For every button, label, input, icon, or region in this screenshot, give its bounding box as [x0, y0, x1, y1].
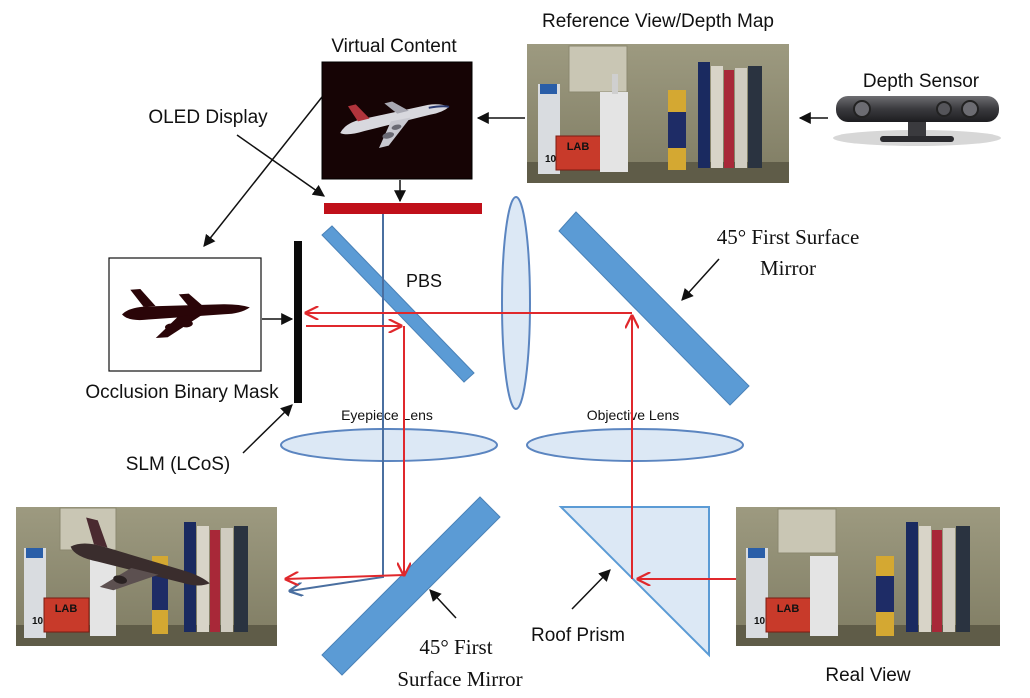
arrow-label-to-bottom-mirror	[429, 589, 457, 619]
real-ray-out	[286, 575, 405, 579]
roof-prism-label: Roof Prism	[531, 625, 625, 646]
arrow-label-to-oled	[236, 134, 325, 197]
occlusion-mask-panel	[108, 257, 262, 372]
arrow-label-to-top-mirror	[681, 258, 720, 301]
annotation-arrows	[203, 96, 828, 619]
reference-view-label: Reference View/Depth Map	[542, 11, 774, 32]
bottom-mirror-label-line2: Surface Mirror	[397, 667, 522, 691]
eyepiece-lens-label: Eyepiece Lens	[341, 407, 433, 423]
pbs-label: PBS	[406, 271, 442, 291]
top-mirror-label-line1: 45° First Surface	[717, 225, 860, 249]
slm-label: SLM (LCoS)	[126, 454, 231, 475]
bottom-first-surface-mirror	[321, 496, 501, 676]
eyepiece-lens	[280, 428, 498, 462]
oled-display-label: OLED Display	[148, 107, 268, 128]
virtual-ray	[290, 214, 384, 591]
occlusion-mask-label: Occlusion Binary Mask	[85, 382, 279, 403]
top-first-surface-mirror	[558, 211, 750, 406]
reference-lab-text: LAB	[567, 141, 590, 153]
real-box-number: 10	[754, 616, 766, 627]
relay-lens	[501, 196, 531, 410]
depth-sensor-icon	[833, 96, 1001, 146]
augmented-view-photo: LAB 10	[16, 507, 277, 646]
real-view-label: Real View	[825, 665, 910, 686]
augmented-airplane	[70, 517, 210, 591]
augmented-lab-text: LAB	[55, 603, 78, 615]
airplane-icon	[340, 101, 450, 149]
objective-lens	[526, 428, 744, 462]
real-lab-text: LAB	[777, 603, 800, 615]
arrow-label-to-prism	[571, 569, 611, 610]
roof-prism	[558, 506, 710, 658]
pbs-splitter	[321, 225, 475, 383]
reference-box-number: 10	[545, 154, 557, 165]
reference-view-photo: LAB 10	[527, 44, 789, 183]
real-view-photo: LAB 10	[736, 507, 1000, 646]
arrow-virtual-to-mask	[203, 96, 323, 247]
virtual-content-label: Virtual Content	[331, 36, 457, 57]
augmented-box-number: 10	[32, 616, 44, 627]
bottom-mirror-label-line1: 45° First	[419, 635, 492, 659]
airplane-silhouette-icon	[122, 288, 250, 339]
light-rays	[286, 214, 736, 591]
depth-sensor-label: Depth Sensor	[863, 71, 980, 92]
arrow-label-to-slm	[242, 404, 293, 454]
slm-panel	[294, 241, 302, 403]
virtual-content-panel	[321, 61, 473, 180]
top-mirror-label-line2: Mirror	[760, 256, 816, 280]
oled-display	[324, 203, 482, 214]
